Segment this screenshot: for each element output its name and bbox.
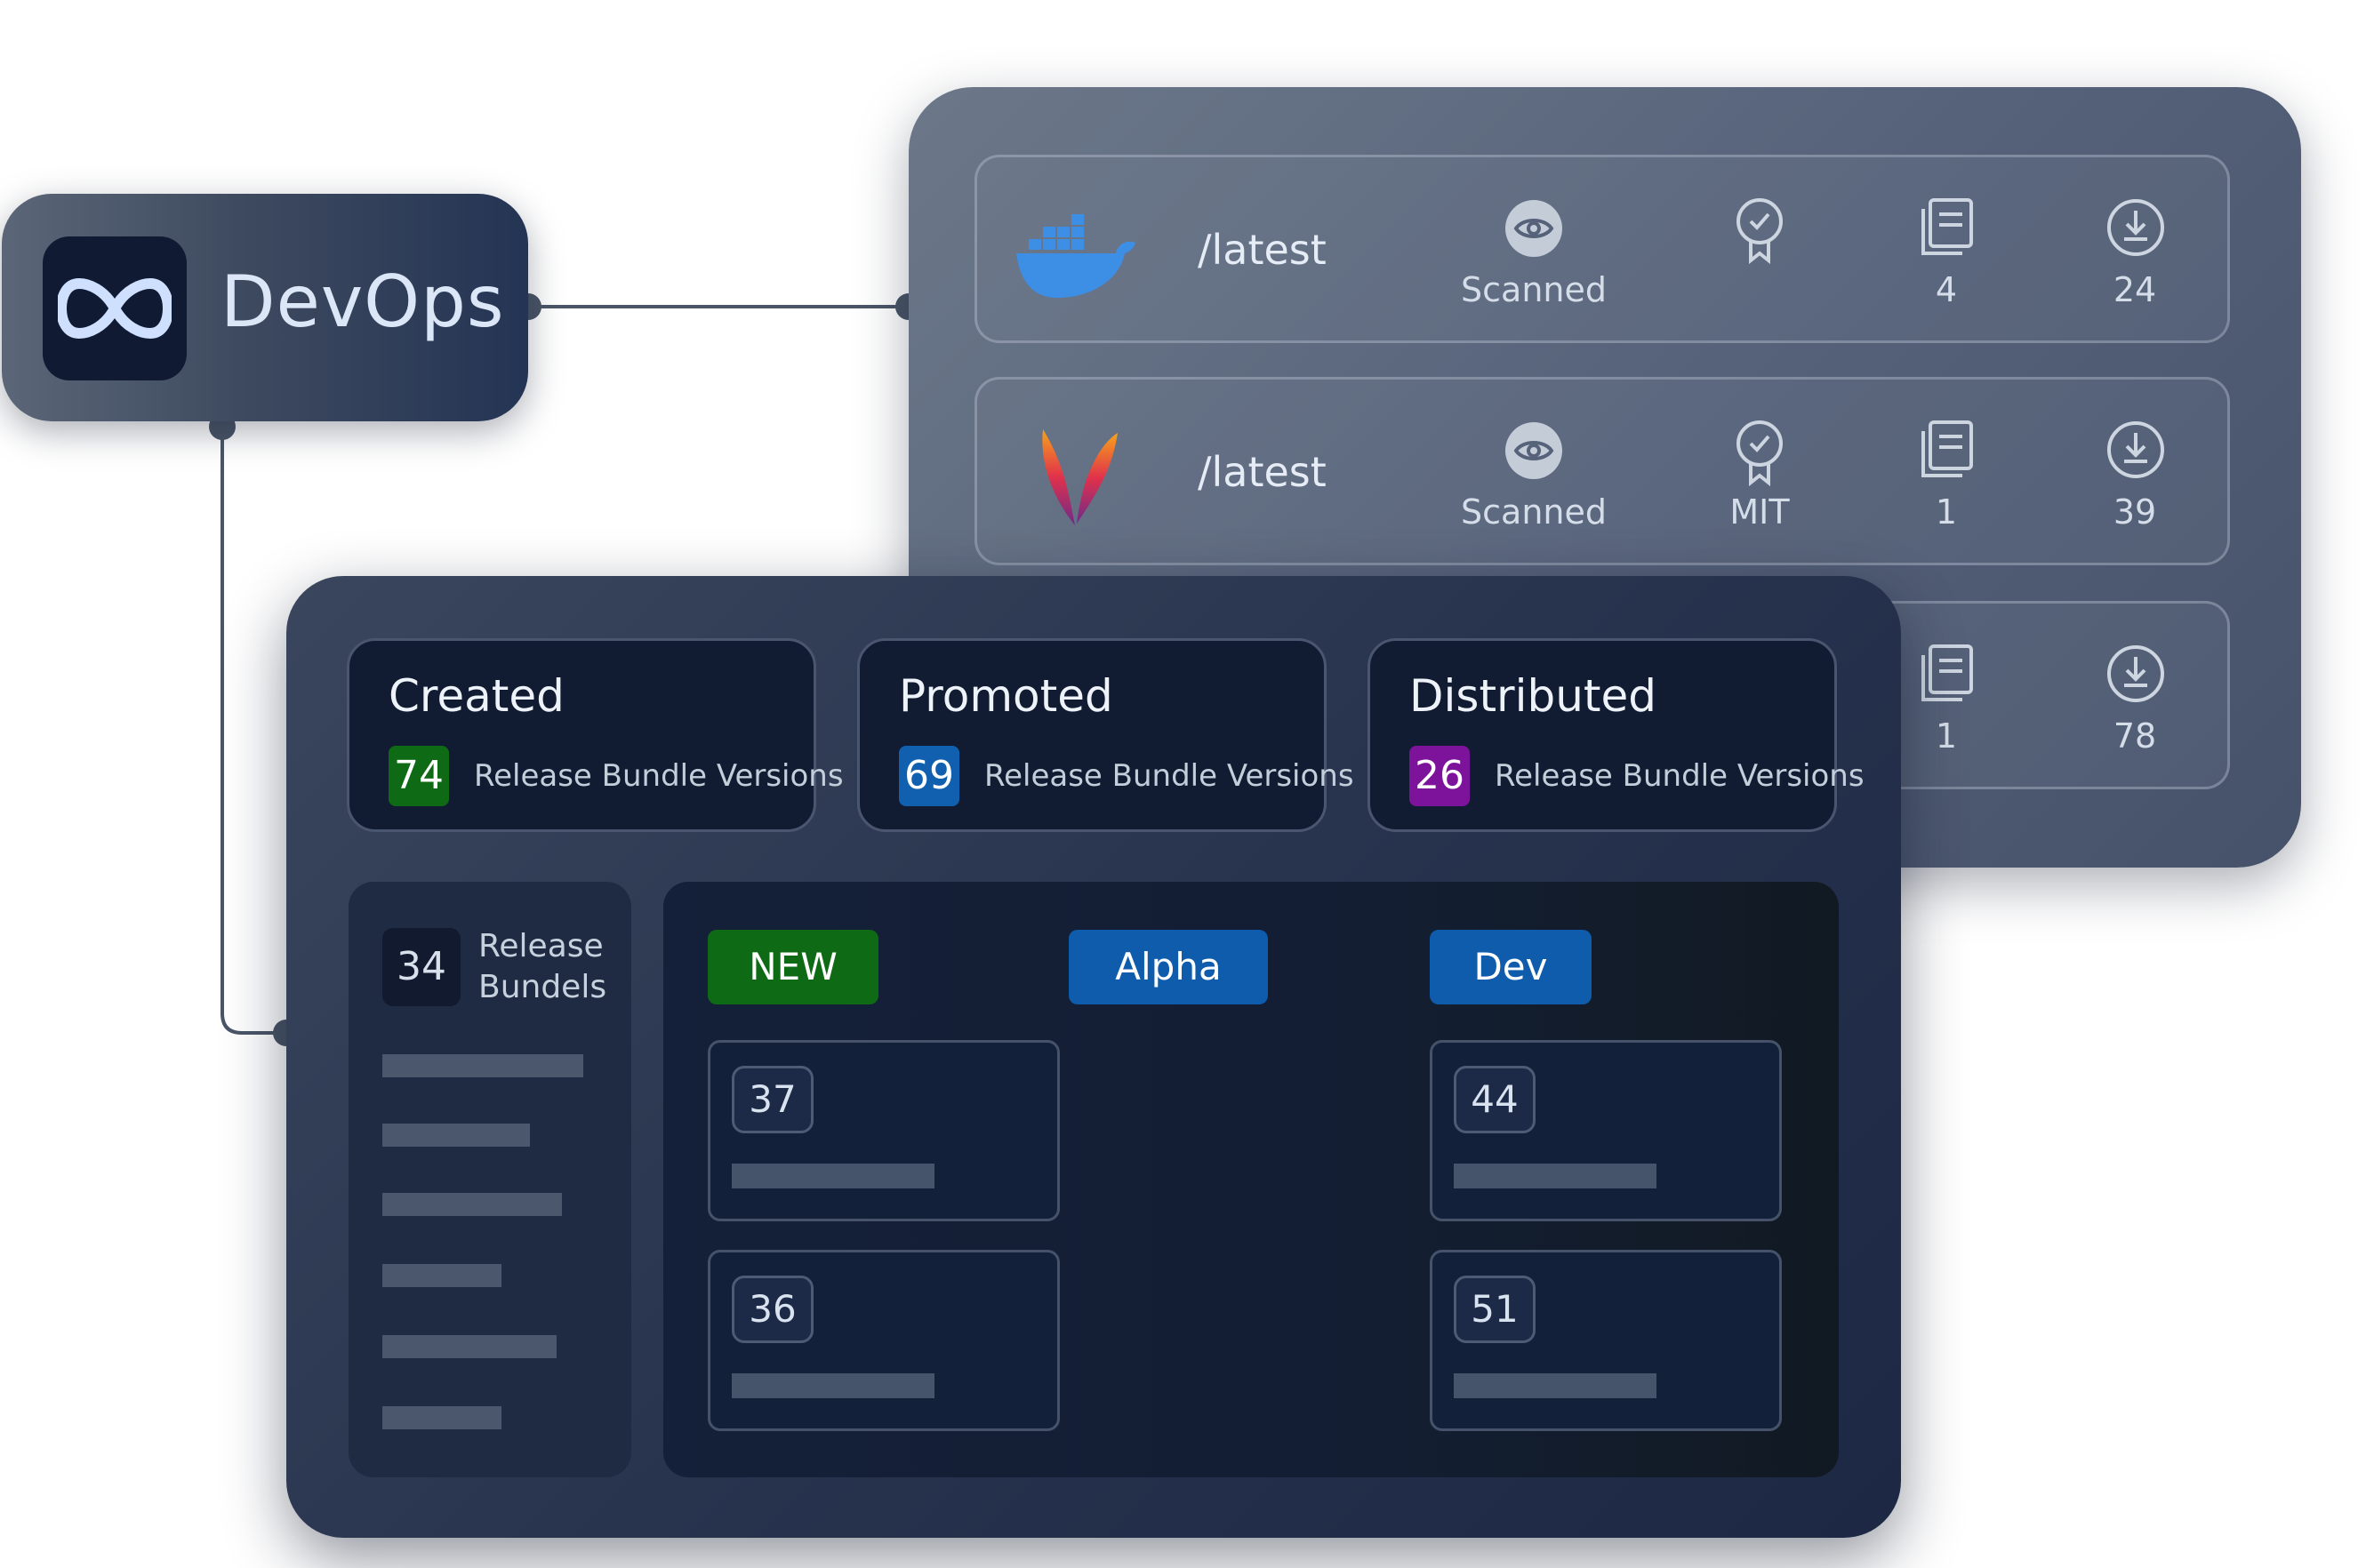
bundles-count: 34 bbox=[382, 928, 461, 1006]
bundle-version-card[interactable]: 51 bbox=[1430, 1250, 1782, 1431]
card-caption: Release Bundle Versions bbox=[1495, 758, 1865, 794]
download-icon bbox=[2107, 199, 2164, 256]
downloads-count: 24 bbox=[2113, 270, 2157, 309]
files-icon bbox=[1921, 420, 1973, 477]
placeholder-bar bbox=[382, 1193, 562, 1216]
placeholder-bar bbox=[732, 1373, 934, 1398]
placeholder-bar bbox=[382, 1264, 501, 1287]
version-number: 51 bbox=[1454, 1276, 1536, 1343]
devops-node[interactable]: DevOps bbox=[2, 194, 528, 421]
stage-dev-button[interactable]: Dev bbox=[1430, 930, 1592, 1004]
count-badge: 26 bbox=[1409, 746, 1470, 806]
scan-status: Scanned bbox=[1461, 270, 1607, 309]
stage-alpha-button[interactable]: Alpha bbox=[1069, 930, 1268, 1004]
apache-feather-icon bbox=[1042, 429, 1118, 525]
stage-new-button[interactable]: NEW bbox=[708, 930, 878, 1004]
placeholder-bar bbox=[1454, 1164, 1656, 1188]
card-title: Promoted bbox=[899, 670, 1113, 722]
download-icon bbox=[2107, 421, 2164, 478]
placeholder-bar bbox=[382, 1335, 557, 1358]
scan-status: Scanned bbox=[1461, 492, 1607, 532]
created-card[interactable]: Created 74 Release Bundle Versions bbox=[347, 638, 844, 832]
files-icon bbox=[1921, 644, 1973, 701]
repository-path: /latest bbox=[1198, 448, 1327, 496]
repository-path: /latest bbox=[1198, 226, 1327, 274]
devops-logo bbox=[43, 236, 187, 380]
files-icon bbox=[1921, 198, 1973, 255]
infinity-icon bbox=[58, 277, 172, 340]
repository-panel: /latest Scanned 4 24 bbox=[909, 87, 2301, 868]
bundles-label: Release Bundels bbox=[478, 928, 607, 1005]
card-title: Created bbox=[389, 670, 565, 722]
bundle-version-card[interactable]: 36 bbox=[708, 1250, 1060, 1431]
files-count: 1 bbox=[1935, 492, 1958, 532]
files-count: 4 bbox=[1935, 270, 1958, 309]
devops-title: DevOps bbox=[221, 260, 505, 343]
downloads-count: 39 bbox=[2113, 492, 2157, 532]
stage-board: NEW Alpha Dev 37 36 44 51 bbox=[663, 882, 1839, 1477]
files-count: 1 bbox=[1935, 716, 1958, 756]
release-lifecycle-panel: Created 74 Release Bundle Versions Promo… bbox=[286, 576, 1901, 1538]
placeholder-bar bbox=[382, 1124, 530, 1147]
version-number: 37 bbox=[732, 1066, 814, 1133]
version-number: 44 bbox=[1454, 1066, 1536, 1133]
eye-icon bbox=[1505, 200, 1562, 257]
release-bundles-sidebar: 34 Release Bundels bbox=[349, 882, 631, 1477]
bundle-version-card[interactable]: 44 bbox=[1430, 1040, 1782, 1221]
license-badge-icon bbox=[1736, 198, 1783, 265]
count-badge: 69 bbox=[899, 746, 959, 806]
download-icon bbox=[2107, 645, 2164, 702]
bundle-version-card[interactable]: 37 bbox=[708, 1040, 1060, 1221]
placeholder-bar bbox=[732, 1164, 934, 1188]
card-caption: Release Bundle Versions bbox=[984, 758, 1354, 794]
eye-icon bbox=[1505, 422, 1562, 479]
downloads-count: 78 bbox=[2113, 716, 2157, 756]
card-title: Distributed bbox=[1409, 670, 1657, 722]
card-caption: Release Bundle Versions bbox=[474, 758, 844, 794]
docker-whale-icon bbox=[1016, 214, 1135, 298]
license-label: MIT bbox=[1729, 492, 1790, 532]
license-badge-icon bbox=[1736, 420, 1783, 487]
placeholder-bar bbox=[382, 1054, 583, 1077]
version-number: 36 bbox=[732, 1276, 814, 1343]
promoted-card[interactable]: Promoted 69 Release Bundle Versions bbox=[857, 638, 1354, 832]
distributed-card[interactable]: Distributed 26 Release Bundle Versions bbox=[1367, 638, 1865, 832]
count-badge: 74 bbox=[389, 746, 449, 806]
placeholder-bar bbox=[382, 1406, 501, 1429]
repository-row[interactable]: /latest Scanned 4 24 bbox=[974, 155, 2230, 343]
repository-row[interactable]: /latest Scanned MIT 1 39 bbox=[974, 377, 2230, 565]
placeholder-bar bbox=[1454, 1373, 1656, 1398]
